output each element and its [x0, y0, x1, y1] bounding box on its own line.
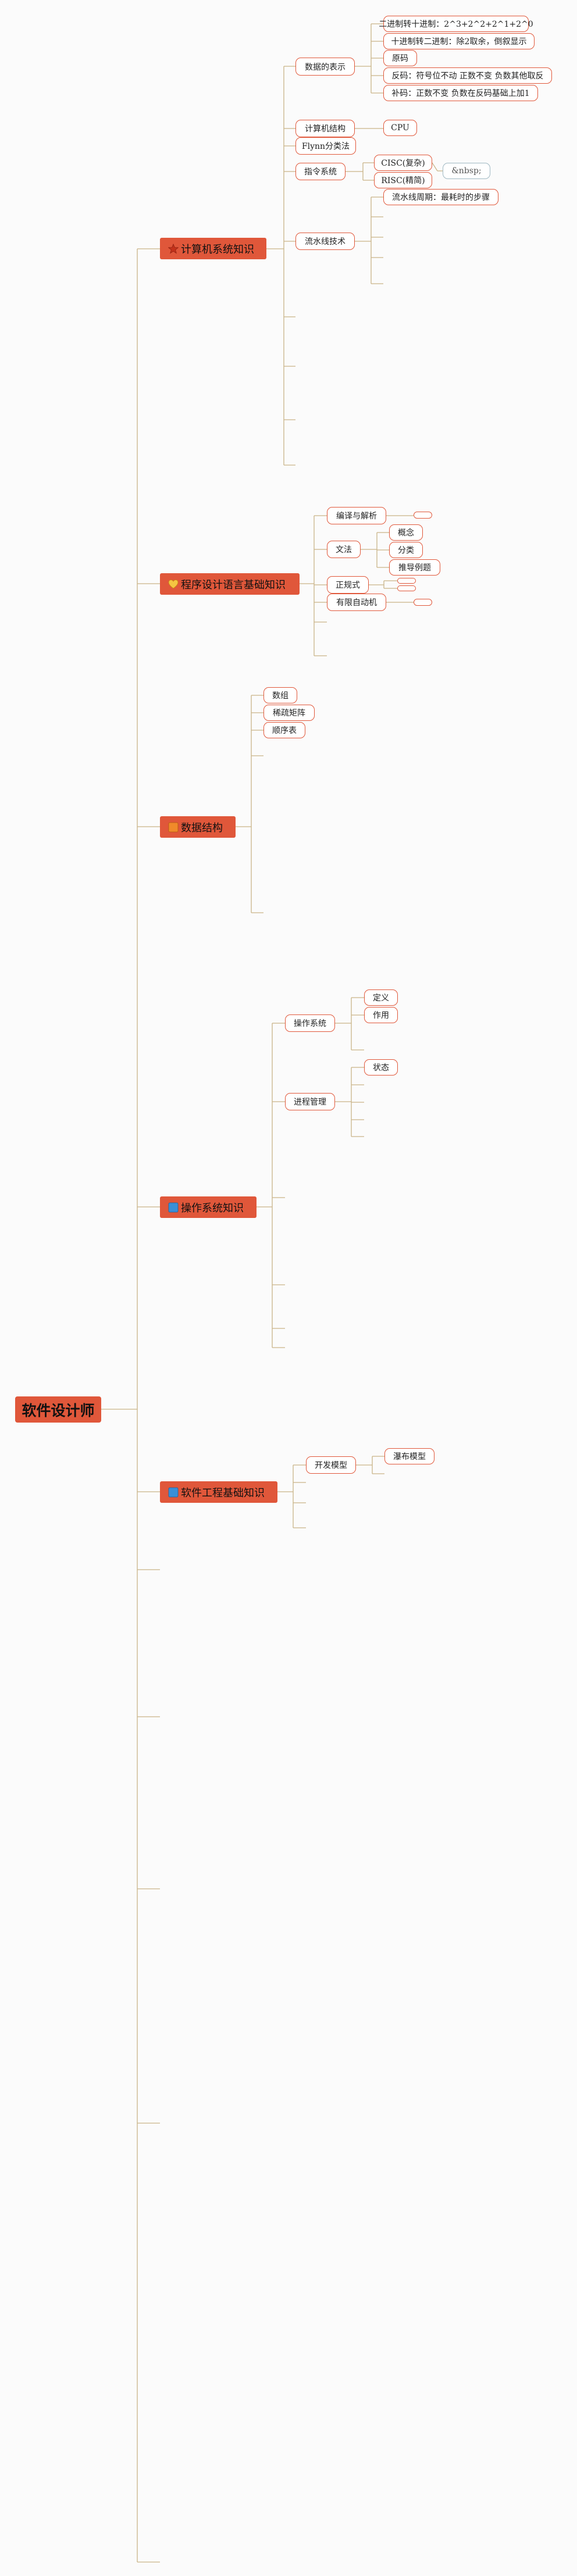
node-empty-3[interactable] [397, 585, 416, 591]
node-risc[interactable]: RISC(精简) [374, 172, 432, 188]
root-node[interactable]: 软件设计师 [15, 1396, 101, 1423]
branch-data-structure[interactable]: 数据结构 [160, 816, 236, 838]
grid-icon [168, 822, 179, 833]
node-development-model[interactable]: 开发模型 [306, 1456, 356, 1474]
branch-programming-language[interactable]: 程序设计语言基础知识 [160, 573, 300, 595]
node-finite-automaton[interactable]: 有限自动机 [327, 594, 386, 611]
node-empty-1[interactable] [414, 512, 432, 519]
node-binary-to-decimal[interactable]: 二进制转十进制：2^3+2^2+2^1+2^0 [379, 16, 533, 32]
node-regular-expression[interactable]: 正规式 [327, 576, 369, 594]
node-concept[interactable]: 概念 [389, 524, 423, 541]
node-function[interactable]: 作用 [364, 1007, 398, 1023]
node-definition[interactable]: 定义 [364, 989, 398, 1006]
node-ones-complement[interactable]: 反码：符号位不动 正数不变 负数其他取反 [383, 67, 552, 84]
node-cisc[interactable]: CISC(复杂) [374, 155, 432, 171]
connector-line [432, 162, 438, 172]
node-empty-4[interactable] [414, 599, 432, 606]
node-os[interactable]: 操作系统 [285, 1014, 335, 1032]
node-pipeline[interactable]: 流水线技术 [295, 233, 355, 250]
branch-label: 数据结构 [181, 821, 223, 834]
star-icon [168, 243, 179, 254]
branch-software-engineering[interactable]: 软件工程基础知识 [160, 1481, 277, 1503]
node-original-code[interactable]: 原码 [383, 50, 417, 66]
node-cpu[interactable]: CPU [383, 120, 417, 136]
node-data-representation[interactable]: 数据的表示 [295, 58, 355, 76]
node-sparse-matrix[interactable]: 稀疏矩阵 [263, 705, 315, 721]
branch-computer-system[interactable]: 计算机系统知识 [160, 238, 266, 259]
heart-icon [168, 579, 179, 589]
branch-label: 操作系统知识 [181, 1202, 244, 1214]
node-decimal-to-binary[interactable]: 十进制转二进制：除2取余，倒叙显示 [383, 33, 535, 49]
node-array[interactable]: 数组 [263, 687, 297, 703]
node-state[interactable]: 状态 [364, 1059, 398, 1076]
branch-label: 程序设计语言基础知识 [181, 578, 286, 591]
node-flynn[interactable]: Flynn分类法 [295, 137, 356, 155]
node-classification[interactable]: 分类 [389, 542, 423, 558]
branch-operating-system[interactable]: 操作系统知识 [160, 1196, 257, 1218]
square-icon [168, 1487, 179, 1498]
node-twos-complement[interactable]: 补码：正数不变 负数在反码基础上加1 [383, 85, 538, 101]
node-process-management[interactable]: 进程管理 [285, 1093, 335, 1110]
node-grammar[interactable]: 文法 [327, 541, 361, 558]
node-computer-structure[interactable]: 计算机结构 [295, 120, 355, 137]
square-icon [168, 1202, 179, 1213]
node-instruction-system[interactable]: 指令系统 [295, 163, 346, 180]
node-derivation-examples[interactable]: 推导例题 [389, 559, 440, 576]
node-compile-parse[interactable]: 编译与解析 [327, 507, 386, 524]
branch-label: 计算机系统知识 [181, 243, 254, 256]
node-empty-2[interactable] [397, 578, 416, 584]
node-waterfall-model[interactable]: 瀑布模型 [384, 1448, 434, 1464]
node-nbsp[interactable]: &nbsp; [443, 163, 490, 179]
node-sequential-list[interactable]: 顺序表 [263, 722, 305, 738]
node-pipeline-cycle[interactable]: 流水线周期：最耗时的步骤 [383, 189, 498, 205]
branch-label: 软件工程基础知识 [181, 1487, 265, 1499]
